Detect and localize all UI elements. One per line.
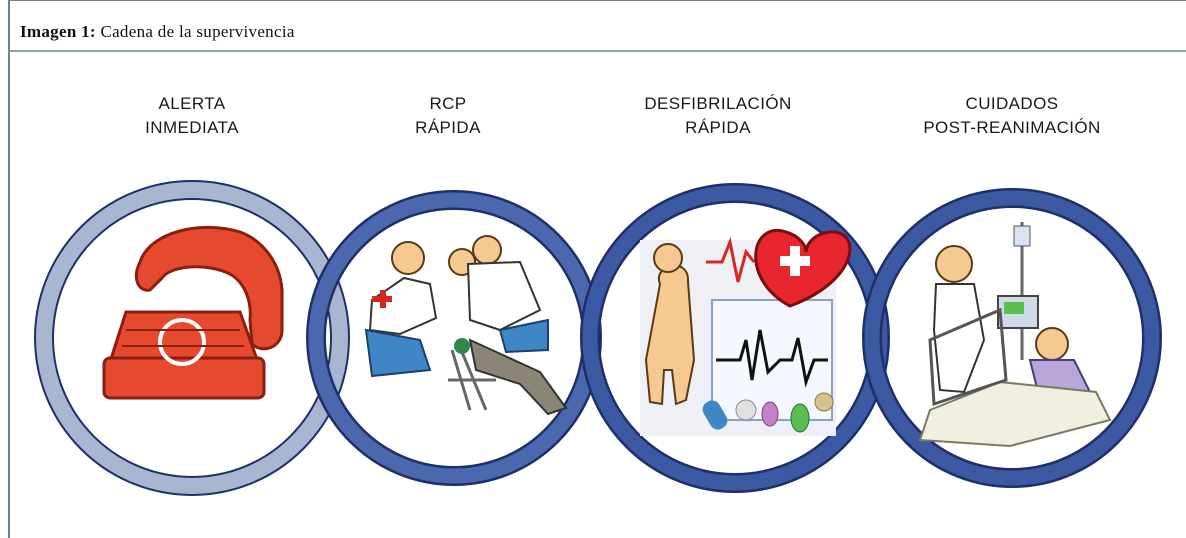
chain-ring-2 [316, 200, 592, 476]
hospital-patient-icon [920, 222, 1110, 446]
cpr-rescuers-icon [366, 236, 566, 414]
defibrillation-heart-ecg-icon [640, 230, 850, 436]
telephone-icon [104, 227, 282, 398]
